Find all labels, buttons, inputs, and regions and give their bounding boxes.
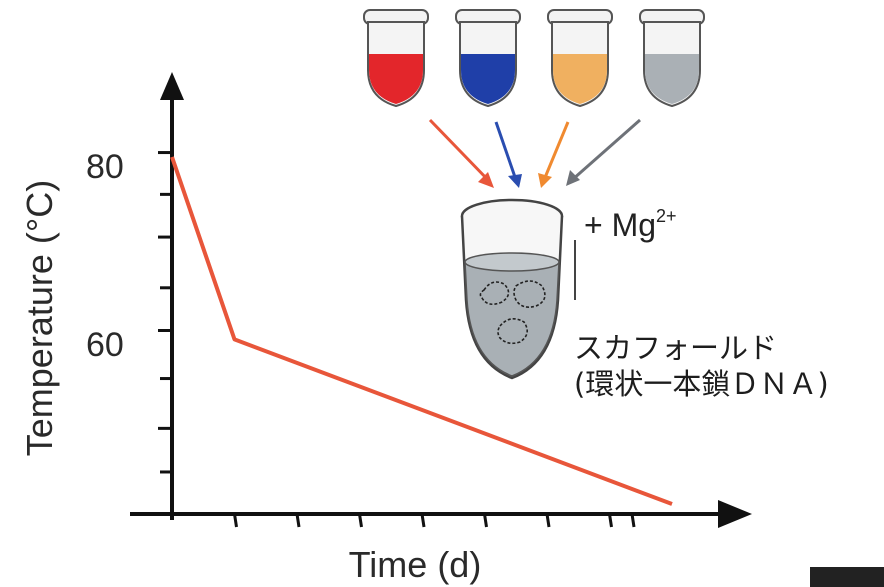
arrow-orange (542, 121, 570, 181)
arrowhead-blue (508, 174, 522, 188)
tube-orange-liquid (553, 54, 607, 104)
corner-dark-block (810, 567, 884, 587)
y-axis-ticks (158, 151, 172, 474)
y-axis-label: Temperature (°C) (19, 180, 60, 456)
x-tick-mark (545, 513, 551, 528)
scaffold-caption-line1: スカフォールド (574, 331, 778, 365)
scaffold-caption-line2: (環状一本鎖ＤＮＡ) (574, 367, 829, 401)
x-tick-mark (358, 513, 363, 528)
mg-label-superscript: 2+ (656, 206, 677, 226)
arrowhead-red (478, 172, 494, 188)
temperature-series-line (170, 156, 673, 506)
mixing-tube (460, 198, 576, 380)
tube-blue-liquid (461, 54, 515, 104)
x-axis-arrowhead (718, 500, 752, 528)
arrow-gray (571, 118, 641, 182)
mixing-arrows (428, 118, 641, 188)
tube-red (363, 9, 429, 108)
arrow-blue (494, 121, 518, 181)
tube-gray (639, 9, 705, 108)
x-tick-mark (295, 513, 301, 528)
scaffold-loop-1 (479, 281, 510, 306)
x-axis-ticks (233, 513, 636, 528)
x-tick-mark (630, 513, 636, 528)
x-tick-mark (420, 513, 426, 528)
chart-axes (130, 72, 752, 528)
y-axis-arrowhead (160, 72, 184, 100)
tube-orange (547, 9, 613, 108)
mixing-tube-liquid-surface (464, 252, 560, 272)
reagent-tubes (363, 9, 705, 108)
y-tick-label: 60 (86, 326, 124, 364)
scaffold-loop-2 (513, 280, 546, 308)
scaffold-loop-3 (497, 318, 528, 345)
x-axis-label: Time (d) (349, 544, 482, 585)
x-tick-mark (233, 513, 238, 528)
x-tick-mark (483, 513, 488, 528)
mg-label-text: + Mg (584, 207, 656, 243)
x-tick-mark (608, 513, 613, 528)
tube-blue (455, 9, 521, 108)
arrowhead-gray (566, 170, 580, 186)
arrow-red (428, 118, 492, 184)
scaffold-caption: スカフォールド (環状一本鎖ＤＮＡ) (574, 330, 829, 402)
arrowhead-orange (538, 173, 552, 188)
y-tick-label: 80 (86, 148, 124, 186)
tube-red-liquid (369, 54, 423, 104)
mixing-tube-liquid (464, 257, 560, 377)
mg-ion-label: + Mg2+ (584, 206, 677, 243)
tube-gray-liquid (645, 54, 699, 104)
